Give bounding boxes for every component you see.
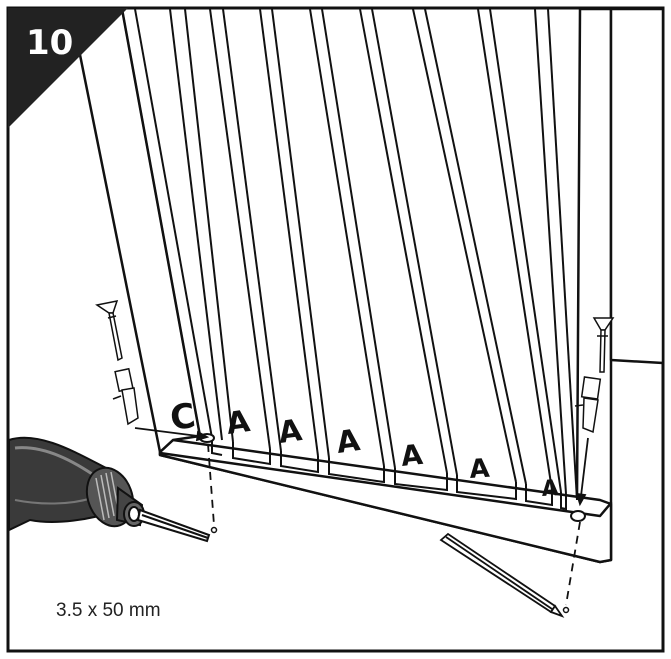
- step-number: 10: [26, 23, 73, 63]
- drill-guide-lines: [207, 443, 581, 606]
- part-label-a-1: A: [224, 404, 253, 442]
- drill-bit-icon: [439, 532, 565, 618]
- cabinet: [72, 7, 665, 564]
- insert-arrow-right: [575, 437, 589, 507]
- screw-hole-right: [570, 510, 586, 522]
- wall-plug-icon: [112, 367, 139, 426]
- screw-icon: [95, 300, 123, 362]
- drill-icon: [8, 436, 211, 543]
- partition-slats: [121, 8, 578, 501]
- cabinet-right-side: [609, 7, 665, 365]
- part-label-a-3: A: [334, 423, 363, 461]
- screw-icon: [592, 317, 615, 373]
- cabinet-right-panel: [575, 7, 613, 518]
- step-badge: 10: [8, 8, 128, 128]
- cabinet-left-panel: [72, 7, 202, 454]
- part-label-a-2: A: [276, 413, 305, 451]
- part-label-a-5: A: [468, 454, 490, 485]
- part-label-a-6: A: [541, 476, 559, 502]
- part-label-c: C: [168, 396, 198, 439]
- wall-plug-icon: [574, 376, 602, 434]
- part-label-a-4: A: [399, 438, 424, 473]
- insert-arrow-left: [134, 427, 210, 442]
- screw-size-caption: 3.5 x 50 mm: [56, 600, 161, 621]
- slot-bottoms: [211, 438, 567, 511]
